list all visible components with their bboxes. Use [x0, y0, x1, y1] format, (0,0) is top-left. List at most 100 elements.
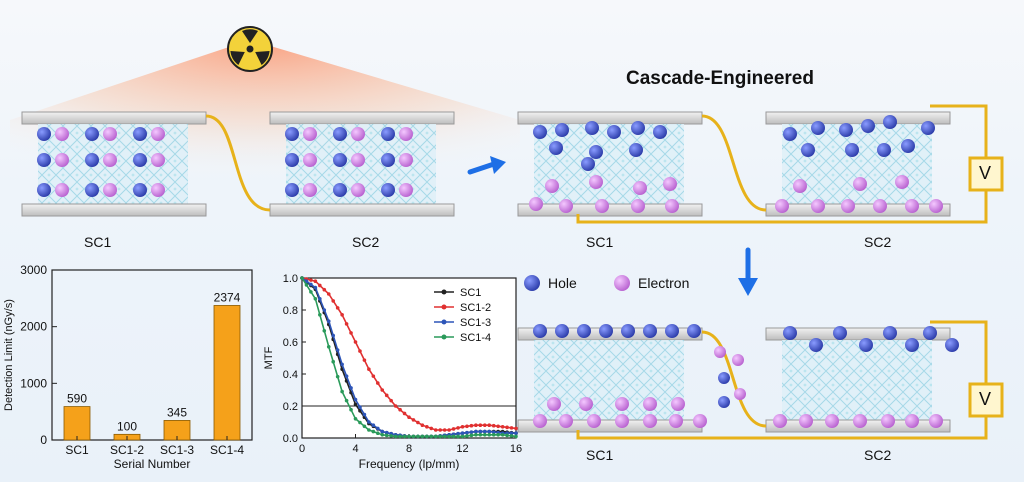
data-point [318, 313, 322, 317]
data-point [514, 426, 518, 431]
data-point [322, 329, 327, 333]
voltmeter-icon [968, 156, 1004, 192]
hole-particle [577, 324, 591, 338]
data-point [349, 407, 353, 412]
electron-particle [693, 414, 707, 428]
data-point [429, 426, 434, 431]
data-point [482, 423, 487, 427]
hole-particle [533, 125, 547, 139]
x-tick-label: SC1-4 [210, 443, 244, 457]
electron-particle [303, 127, 317, 141]
hole-particle [621, 324, 635, 338]
data-point [416, 434, 420, 439]
data-point [491, 423, 496, 428]
hole-particle [801, 143, 815, 157]
electron-particle [665, 199, 679, 213]
data-point [326, 292, 331, 296]
data-point [416, 420, 420, 425]
hole-particle [845, 143, 859, 157]
hole-particle [631, 121, 645, 135]
data-point [367, 428, 371, 432]
data-point [465, 434, 469, 438]
electron-particle [853, 177, 867, 191]
y-tick-label: 3000 [20, 263, 47, 277]
electron-particle [399, 127, 413, 141]
hole-particle [133, 153, 147, 167]
data-point [474, 433, 478, 437]
data-point [353, 397, 358, 402]
hole-particle [37, 127, 51, 141]
bar [213, 305, 241, 441]
hole-particle [877, 143, 891, 157]
data-point [465, 430, 469, 435]
data-point [335, 306, 340, 310]
electron-particle [351, 183, 365, 197]
hole-particle [381, 127, 395, 141]
x-tick-label: 12 [456, 443, 468, 455]
device-bottom-right-sc2 [765, 327, 951, 433]
electron-particle [579, 397, 593, 411]
electron-particle [841, 199, 855, 213]
hole-particle [533, 324, 547, 338]
electron-particle [55, 127, 69, 141]
data-point [367, 420, 371, 424]
data-point [411, 434, 416, 439]
electron-particle [595, 199, 609, 213]
data-point [442, 434, 447, 439]
data-point [393, 434, 398, 439]
y-tick-label: 0 [40, 433, 47, 447]
electron-particle [671, 397, 685, 411]
data-point [451, 427, 456, 431]
x-tick-label: SC1-3 [160, 443, 194, 457]
bar-value-label: 100 [117, 419, 137, 433]
hole-particle [333, 153, 347, 167]
data-point [300, 276, 304, 280]
plot-frame [51, 269, 253, 441]
hole-particle [833, 326, 847, 340]
y-tick-label: 0.8 [283, 305, 298, 317]
data-point [425, 434, 429, 439]
bar-value-label: 590 [67, 392, 87, 406]
data-point [384, 430, 389, 435]
legend-swatch-marker [441, 334, 447, 340]
data-point [460, 434, 465, 439]
electron-particle [533, 414, 547, 428]
x-tick-label: 16 [510, 443, 522, 455]
electron-particle [587, 414, 601, 428]
electron-particle [799, 414, 813, 428]
electron-particle [103, 127, 117, 141]
data-point [371, 423, 376, 427]
data-point [509, 434, 514, 438]
data-point [340, 362, 344, 367]
data-point [318, 283, 322, 288]
radiation-icon [227, 26, 273, 72]
electron-particle [55, 183, 69, 197]
data-point [469, 423, 474, 428]
electron-particle [811, 199, 825, 213]
data-point [478, 433, 483, 437]
hole-particle [883, 115, 897, 129]
electron-particle [881, 414, 895, 428]
data-point [371, 429, 376, 434]
x-tick-label: 4 [352, 443, 358, 455]
data-point [344, 374, 349, 378]
data-point [491, 433, 496, 437]
data-point [478, 429, 483, 434]
electron-particle [853, 414, 867, 428]
data-point [474, 423, 478, 427]
detection-limit-bar-chart: 0100020003000590SC1100SC1-2345SC1-32374S… [3, 263, 253, 471]
bar-value-label: 345 [167, 405, 187, 419]
wire-bottom-right-link [701, 330, 767, 428]
data-point [331, 299, 336, 303]
electron-particle [633, 181, 647, 195]
legend-swatch-marker [441, 319, 447, 325]
data-point [318, 297, 322, 301]
data-point [322, 308, 327, 312]
voltmeter-label-top: V [979, 163, 992, 183]
y-tick-label: 0.0 [283, 433, 298, 445]
hole-particle [859, 338, 873, 352]
data-point [344, 398, 349, 403]
data-point [353, 417, 358, 421]
data-point [349, 331, 353, 335]
